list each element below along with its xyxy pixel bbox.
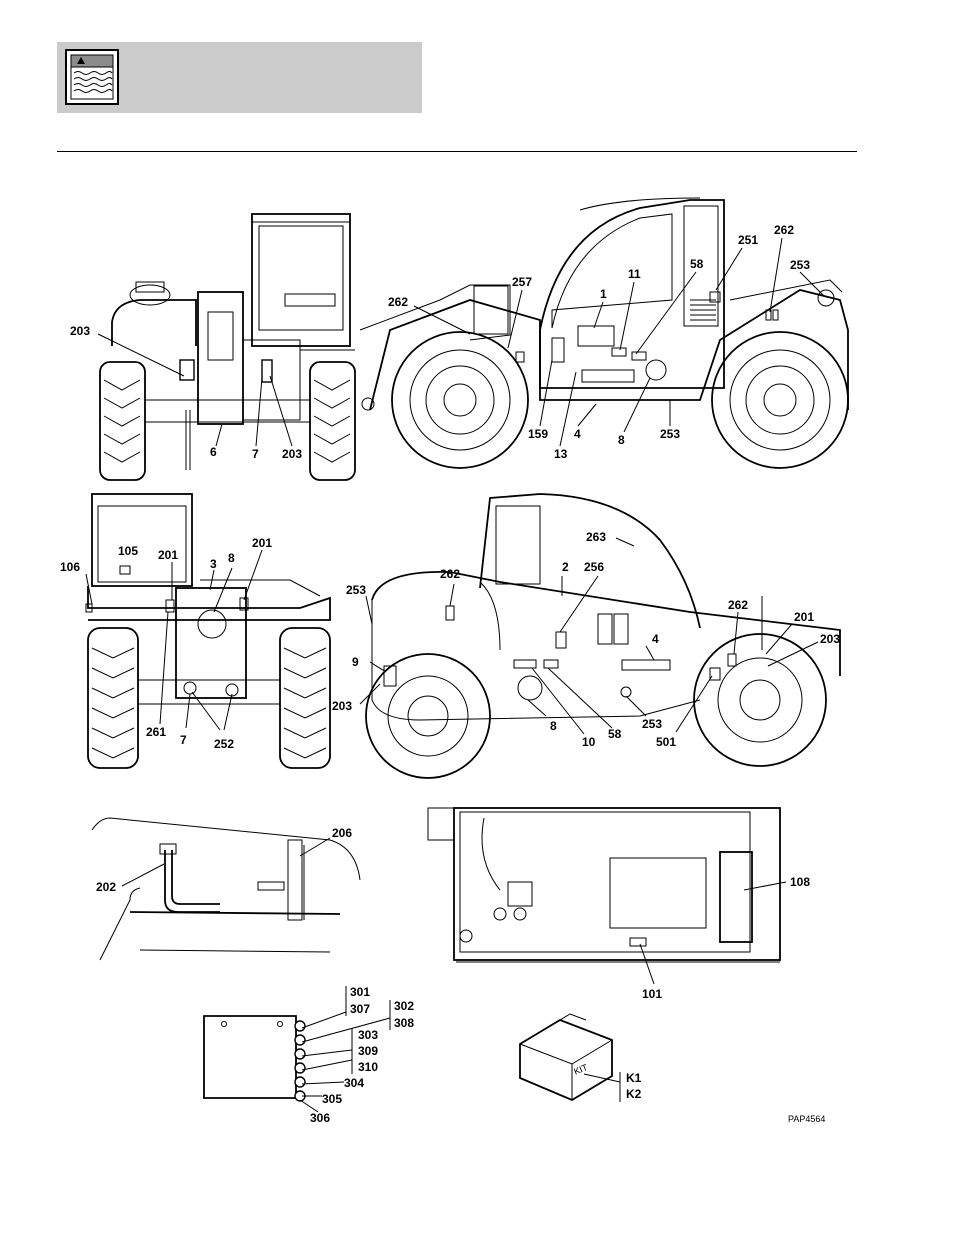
callout-left-159: 159: [528, 427, 548, 441]
callout-left-13: 13: [554, 447, 568, 461]
callout-front-201: 201: [158, 548, 178, 562]
leader-lines: [86, 238, 824, 1112]
callout-right-2: 2: [562, 560, 569, 574]
callout-rear-203-right: 203: [282, 447, 302, 461]
callout-right-263: 263: [586, 530, 606, 544]
callout-right-501: 501: [656, 735, 676, 749]
callout-left-253b: 253: [660, 427, 680, 441]
callout-decal-309: 309: [358, 1044, 378, 1058]
callout-right-201: 201: [794, 610, 814, 624]
callout-decal-305: 305: [322, 1092, 342, 1106]
callout-front-106: 106: [60, 560, 80, 574]
callout-decal-310: 310: [358, 1060, 378, 1074]
callout-kit-k2: K2: [626, 1087, 642, 1101]
callout-right-58: 58: [608, 727, 622, 741]
callout-left-8: 8: [618, 433, 625, 447]
callout-decal-301: 301: [350, 985, 370, 999]
callout-front-261: 261: [146, 725, 166, 739]
callout-rear-7: 7: [252, 447, 259, 461]
callout-right-253b: 253: [642, 717, 662, 731]
callout-decal-304: 304: [344, 1076, 364, 1090]
callout-decal-306: 306: [310, 1111, 330, 1125]
callout-left-1: 1: [600, 287, 607, 301]
callout-left-4: 4: [574, 427, 581, 441]
callout-left-58: 58: [690, 257, 704, 271]
callout-left-253: 253: [790, 258, 810, 272]
callout-decal-307: 307: [350, 1002, 370, 1016]
rear-view-drawing: [100, 214, 355, 480]
callout-top-108: 108: [790, 875, 810, 889]
callout-left-262b: 262: [774, 223, 794, 237]
callout-decal-303: 303: [358, 1028, 378, 1042]
figure-reference: PAP4564: [788, 1114, 825, 1124]
callout-decal-308: 308: [394, 1016, 414, 1030]
callout-front-8: 8: [228, 551, 235, 565]
callout-detail-206: 206: [332, 826, 352, 840]
callout-right-8: 8: [550, 719, 557, 733]
callout-right-262b: 262: [728, 598, 748, 612]
callout-decal-302: 302: [394, 999, 414, 1013]
callout-front-252: 252: [214, 737, 234, 751]
callout-front-201b: 201: [252, 536, 272, 550]
callout-right-253: 253: [346, 583, 366, 597]
callout-front-7: 7: [180, 733, 187, 747]
callout-right-203: 203: [332, 699, 352, 713]
front-view-drawing: [86, 494, 330, 768]
callout-right-10: 10: [582, 735, 596, 749]
top-view-drawing: [428, 808, 780, 962]
callout-front-3: 3: [210, 557, 217, 571]
callout-top-101: 101: [642, 987, 662, 1001]
callout-right-9: 9: [352, 655, 359, 669]
callout-rear-203-left: 203: [70, 324, 90, 338]
callout-left-262: 262: [388, 295, 408, 309]
callout-left-251: 251: [738, 233, 758, 247]
callout-detail-202: 202: [96, 880, 116, 894]
kit-box-drawing: [520, 1014, 620, 1102]
callout-right-203b: 203: [820, 632, 840, 646]
callout-right-4: 4: [652, 632, 659, 646]
callout-right-256: 256: [584, 560, 604, 574]
callout-front-105: 105: [118, 544, 138, 558]
interior-detail-drawing: [92, 818, 360, 960]
callout-left-257: 257: [512, 275, 532, 289]
callout-left-11: 11: [628, 267, 641, 281]
callout-kit-k1: K1: [626, 1071, 642, 1085]
left-side-view-drawing: [360, 198, 848, 468]
callout-right-262: 262: [440, 567, 460, 581]
callout-rear-6: 6: [210, 445, 217, 459]
